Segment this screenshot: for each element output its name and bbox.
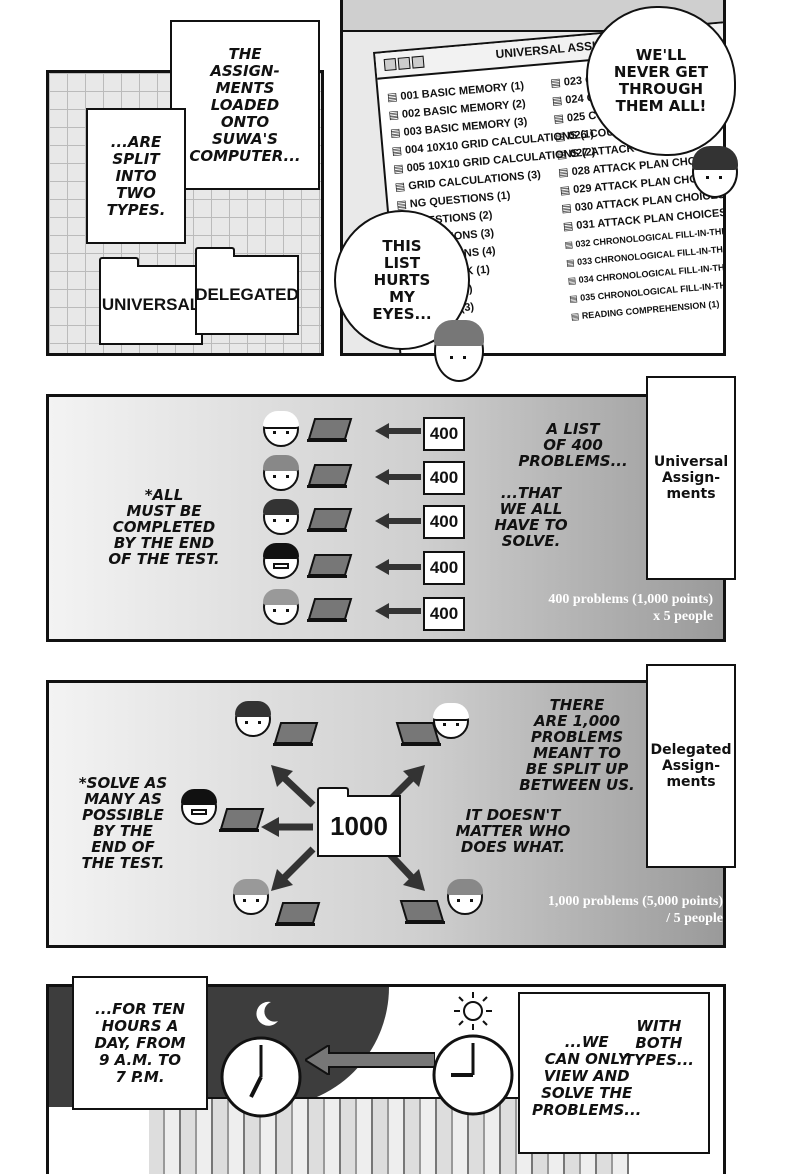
laptop-icon bbox=[275, 902, 321, 926]
problem-count-folder: 400 bbox=[423, 505, 465, 539]
laptop-icon bbox=[307, 508, 353, 532]
character-head-bangs bbox=[263, 589, 299, 625]
laptop-icon bbox=[307, 598, 353, 622]
problem-count-folder: 400 bbox=[423, 551, 465, 585]
laptop-icon bbox=[273, 722, 319, 746]
laptop-icon bbox=[399, 900, 445, 924]
character-head-girl-bangs bbox=[692, 146, 738, 198]
clock-icon-7pm bbox=[220, 1036, 302, 1118]
sun-icon bbox=[454, 992, 492, 1030]
character-head-cap bbox=[263, 499, 299, 535]
distribution-arrows bbox=[261, 765, 425, 891]
problem-count-label: 1000 bbox=[330, 810, 388, 841]
caption-with-both-types: WITH BOTH TYPES... bbox=[623, 1017, 694, 1069]
arrow-left-icon bbox=[375, 513, 421, 529]
laptop-icon bbox=[395, 722, 441, 746]
text-doesnt-matter-who: IT DOESN'T MATTER WHO DOES WHAT. bbox=[455, 806, 571, 856]
folder-universal: UNIVERSAL bbox=[99, 257, 203, 345]
laptop-icon bbox=[307, 554, 353, 578]
text-split-between-us: THERE ARE 1,000 PROBLEMS MEANT TO BE SPL… bbox=[519, 696, 635, 794]
note-all-must-complete: *ALL MUST BE COMPLETED BY THE END OF THE… bbox=[108, 486, 220, 568]
speech-bubble-never-get-through: WE'LL NEVER GET THROUGH THEM ALL! bbox=[586, 6, 736, 156]
problem-count-folder-1000: 1000 bbox=[317, 787, 401, 857]
character-head-spiky bbox=[263, 411, 299, 447]
arrow-left-icon bbox=[375, 559, 421, 575]
window-button bbox=[383, 58, 397, 72]
arrow-left-icon bbox=[305, 1045, 435, 1075]
laptop-icon bbox=[307, 418, 353, 442]
problem-count-folder: 400 bbox=[423, 417, 465, 451]
character-head-girl-short-hair bbox=[434, 320, 484, 382]
laptop-icon bbox=[219, 808, 265, 832]
character-head-bangs bbox=[233, 879, 269, 915]
caption-ten-hours: ...FOR TEN HOURS A DAY, FROM 9 A.M. TO 7… bbox=[72, 976, 208, 1110]
folder-delegated-label: DELEGATED bbox=[195, 285, 299, 304]
character-head-glasses bbox=[181, 789, 217, 825]
label-delegated-assignments: Delegated Assign- ments bbox=[646, 664, 736, 868]
points-note-universal: 400 problems (1,000 points) x 5 people bbox=[548, 592, 713, 624]
caption-we-can-only: ...WE CAN ONLY VIEW AND SOLVE THE PROBLE… bbox=[532, 1033, 642, 1119]
laptop-icon bbox=[307, 464, 353, 488]
arrow-left-icon bbox=[375, 603, 421, 619]
problem-count-folder: 400 bbox=[423, 597, 465, 631]
panel-delegated-assignments: *SOLVE AS MANY AS POSSIBLE BY THE END OF… bbox=[46, 680, 726, 948]
window-button bbox=[411, 55, 425, 69]
character-head-glasses bbox=[263, 543, 299, 579]
character-head-cap bbox=[235, 701, 271, 737]
label-universal-assignments: Universal Assign- ments bbox=[646, 376, 736, 580]
character-head-spiky bbox=[433, 703, 469, 739]
text-all-have-to-solve: ...THAT WE ALL HAVE TO SOLVE. bbox=[494, 484, 568, 550]
panel-universal-assignments: *ALL MUST BE COMPLETED BY THE END OF THE… bbox=[46, 394, 726, 642]
folder-universal-label: UNIVERSAL bbox=[101, 295, 201, 314]
moon-icon bbox=[256, 1001, 278, 1026]
window-button bbox=[397, 56, 411, 70]
caption-view-and-solve: WITH BOTH TYPES... ...WE CAN ONLY VIEW A… bbox=[518, 992, 710, 1154]
character-head-long-hair bbox=[447, 879, 483, 915]
folder-delegated: DELEGATED bbox=[195, 247, 299, 335]
character-head-long-hair bbox=[263, 455, 299, 491]
caption-split-types: ...ARE SPLIT INTO TWO TYPES. bbox=[86, 108, 186, 244]
arrow-left-icon bbox=[375, 469, 421, 485]
problem-count-folder: 400 bbox=[423, 461, 465, 495]
clock-icon-9am bbox=[432, 1034, 514, 1116]
note-solve-as-many: *SOLVE AS MANY AS POSSIBLE BY THE END OF… bbox=[78, 774, 168, 872]
points-note-delegated: 1,000 problems (5,000 points) / 5 people bbox=[547, 894, 723, 926]
arrow-left-icon bbox=[375, 423, 421, 439]
caption-assignments-loaded: THE ASSIGN- MENTS LOADED ONTO SUWA'S COM… bbox=[170, 20, 320, 190]
text-list-of-400: A LIST OF 400 PROBLEMS... bbox=[518, 420, 628, 470]
